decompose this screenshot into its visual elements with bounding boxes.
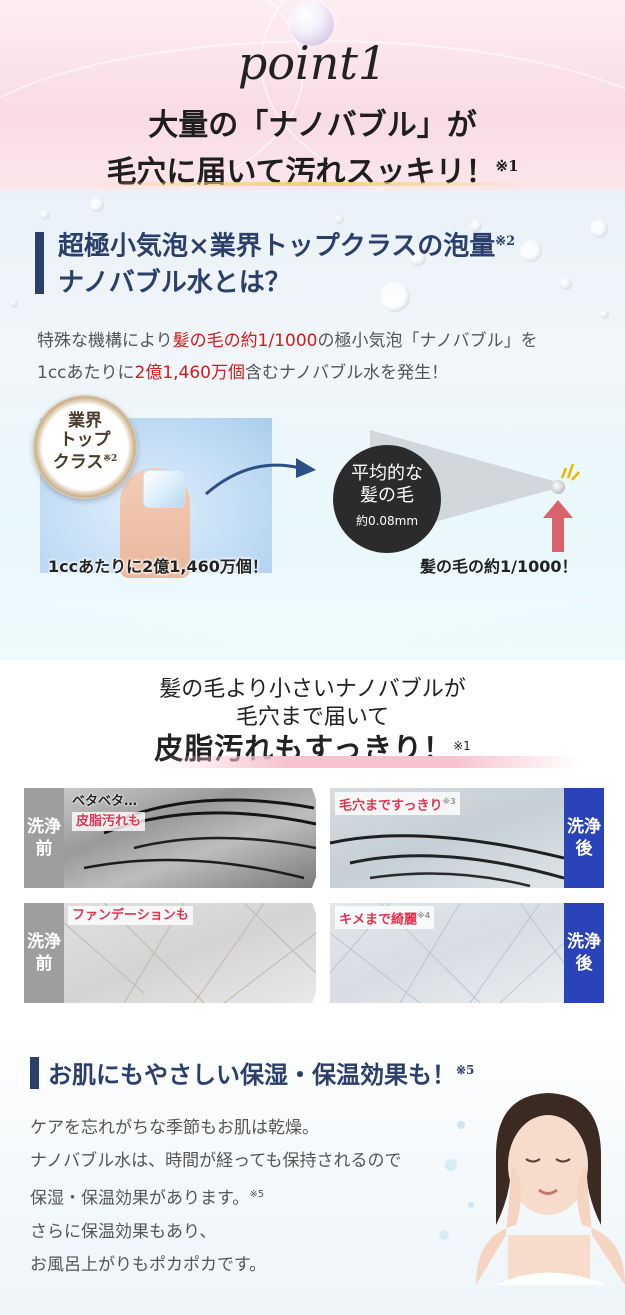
moisture-heading-text: お肌にもやさしい保湿・保温効果も！: [48, 1060, 456, 1089]
nano-heading-line2: ナノバブル水とは？: [58, 267, 291, 298]
note-marker: ※2: [495, 234, 516, 249]
nano-description-line2: 1ccあたりに2億1,460万個含むナノバブル水を発生！: [37, 357, 538, 389]
moisture-line: お風呂上がりもポカポカです。: [30, 1254, 267, 1275]
note-marker: ※5: [456, 1063, 475, 1077]
woman-portrait-illustration: [439, 1093, 625, 1285]
section-chevron: [0, 596, 625, 658]
nanobubble-cube-icon: [143, 470, 185, 508]
note-marker: ※3: [442, 797, 456, 806]
curved-arrow-icon: [205, 458, 316, 496]
gold-divider: [85, 182, 540, 186]
nanobubble-dot-icon: [551, 480, 565, 494]
desc-text: 特殊な機構により: [37, 331, 173, 351]
seal-line-text: クラス: [52, 452, 104, 473]
nano-heading-line1-text: 超極小気泡×業界トップクラスの泡量: [58, 231, 496, 262]
nano-description-line1: 特殊な機構により髪の毛の約1/1000の極小気泡「ナノバブル」を: [37, 325, 538, 357]
seal-text: 業界 トップ クラス※2: [33, 412, 137, 473]
row2-after-label: キメまで綺麗※4: [335, 906, 435, 930]
top-class-seal-icon: [33, 395, 137, 499]
row2-after-label-text: キメまで綺麗: [339, 912, 418, 928]
note-marker: ※1: [495, 157, 519, 175]
moisture-line: さらに保温効果もあり、: [30, 1221, 217, 1242]
desc-text: 1ccあたりに: [37, 363, 135, 383]
nano-heading: 超極小気泡×業界トップクラスの泡量※2 ナノバブル水とは？: [58, 224, 515, 301]
after-tag: 洗浄後: [564, 903, 604, 1003]
note-marker: ※2: [103, 454, 118, 464]
skin-texture: [330, 903, 564, 1003]
moisture-line: 保湿・保温効果があります。※5: [30, 1178, 401, 1216]
desc-highlight: 髪の毛の約1/1000: [172, 331, 318, 351]
before-photo-pores: [64, 788, 316, 888]
nano-description: 特殊な機構により髪の毛の約1/1000の極小気泡「ナノバブル」を 1ccあたりに…: [37, 325, 538, 389]
comparison-title-line1: 髪の毛より小さいナノバブルが: [159, 677, 466, 702]
section-accent-bar: [35, 232, 44, 294]
hair-label-line: 平均的な: [351, 463, 423, 484]
desc-text: 含むナノバブル水を発生！: [245, 363, 449, 383]
moisture-heading: お肌にもやさしい保湿・保温効果も！※5: [48, 1055, 474, 1090]
seal-line: クラス※2: [33, 450, 137, 473]
seal-line: 業界: [68, 411, 102, 431]
sparkle-icon: [560, 463, 580, 481]
note-marker: ※5: [249, 1189, 265, 1200]
note-marker: ※4: [417, 911, 431, 920]
hero-headline-line1: 大量の「ナノバブル」が: [148, 108, 477, 143]
skin-texture: [64, 903, 316, 1003]
row1-after-label-text: 毛穴まですっきり: [339, 798, 443, 814]
moisture-line-text: 保湿・保温効果があります。: [30, 1188, 250, 1209]
hair-label-line: 髪の毛: [360, 485, 414, 506]
nano-heading-line1: 超極小気泡×業界トップクラスの泡量※2: [58, 224, 515, 265]
point-title: point1: [237, 36, 388, 90]
desc-highlight: 2億1,460万個: [134, 363, 245, 383]
before-tag: 洗浄前: [24, 903, 64, 1003]
moisture-line: ケアを忘れがちな季節もお肌は乾燥。: [30, 1118, 319, 1138]
hero-headline: 大量の「ナノバブル」が 毛穴に届いて汚れスッキリ！※1: [0, 106, 625, 193]
row1-before-label-a: ベタベタ…: [72, 794, 138, 809]
row1-after-label: 毛穴まですっきり※3: [335, 792, 460, 816]
up-arrow-icon: [543, 500, 573, 552]
section-accent-bar: [30, 1057, 39, 1089]
bubble-decoration: [290, 2, 334, 46]
hair-label: 平均的な 髪の毛: [333, 463, 441, 507]
size-caption: 髪の毛の約1/1000！: [420, 557, 578, 576]
row2-before-label: ファンデーションも: [68, 906, 193, 925]
hair-size: 約0.08mm: [355, 514, 419, 528]
hair-diameter-circle: [333, 445, 441, 553]
row1-before-label-b: 皮脂汚れも: [72, 812, 146, 831]
seal-line: トップ: [59, 430, 111, 450]
pink-underline: [160, 756, 580, 768]
comparison-title-line2: 毛穴まで届いて: [235, 705, 390, 730]
bubble-count-caption: 1ccあたりに2億1,460万個！: [48, 557, 268, 576]
desc-text: の極小気泡「ナノバブル」を: [317, 331, 538, 351]
hair-strands: [330, 834, 564, 888]
moisture-body: ケアを忘れがちな季節もお肌は乾燥。 ナノバブル水は、時間が経っても保持されるので…: [30, 1112, 401, 1282]
before-tag: 洗浄前: [24, 788, 64, 888]
note-marker: ※1: [453, 739, 471, 753]
moisture-line: ナノバブル水は、時間が経っても保持されるので: [30, 1151, 402, 1171]
comparison-title: 髪の毛より小さいナノバブルが 毛穴まで届いて 皮脂汚れもすっきり！※1: [0, 676, 625, 766]
after-tag: 洗浄後: [564, 788, 604, 888]
